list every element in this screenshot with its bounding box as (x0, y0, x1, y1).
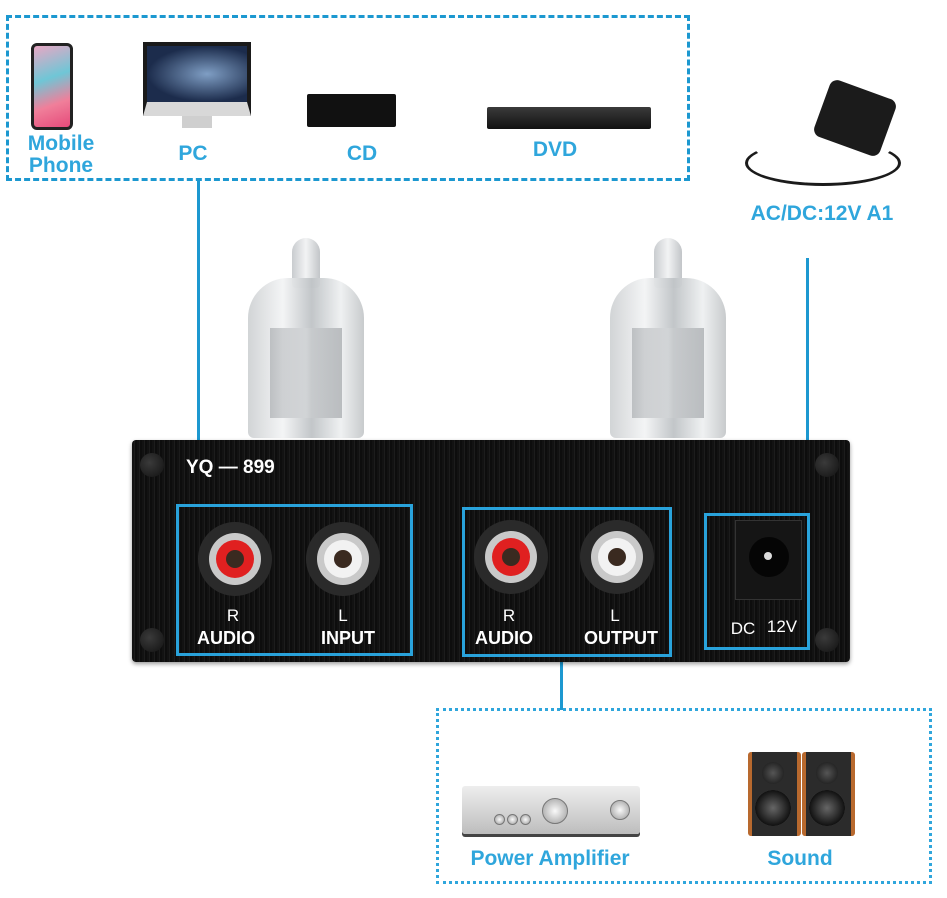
power-connection-line (806, 258, 809, 516)
output-devices-box (436, 708, 932, 884)
input-connection-line (197, 181, 200, 507)
screw-icon (815, 628, 839, 652)
power-amplifier-label: Power Amplifier (470, 847, 630, 870)
mobile-phone-label: Mobile Phone (20, 133, 102, 177)
screw-icon (140, 453, 164, 477)
dvd-label: DVD (532, 138, 578, 161)
speakers-icon (748, 752, 856, 840)
output-r-label: R (502, 606, 516, 625)
input-panel (176, 504, 413, 656)
sound-label: Sound (767, 847, 833, 870)
power-cable (745, 140, 901, 186)
input-l-label: L (338, 606, 348, 625)
dc-label: DC (730, 619, 756, 638)
output-panel (462, 507, 672, 657)
vacuum-tube-left (248, 238, 364, 438)
voltage-label: 12V (766, 617, 798, 636)
input-r-jack[interactable] (198, 522, 272, 596)
power-panel (704, 513, 810, 650)
dvd-player-icon (487, 107, 651, 129)
output-caption: OUTPUT (584, 628, 658, 648)
input-r-label: R (226, 606, 240, 625)
input-audio-caption: AUDIO (197, 628, 255, 648)
screw-icon (140, 628, 164, 652)
output-r-jack[interactable] (474, 520, 548, 594)
mobile-phone-icon (31, 43, 73, 130)
input-caption: INPUT (321, 628, 375, 648)
monitor-stand (182, 116, 212, 128)
model-label: YQ — 899 (186, 457, 275, 478)
output-connection-line (560, 656, 563, 710)
mobile-label-line1: Mobile (27, 132, 95, 155)
power-supply-label: AC/DC:12V A1 (750, 202, 894, 225)
pc-label: PC (178, 142, 208, 165)
cd-label: CD (346, 142, 378, 165)
cd-player-icon (307, 94, 396, 127)
screw-icon (815, 453, 839, 477)
source-devices-box (6, 15, 690, 181)
dc-power-jack[interactable] (735, 520, 802, 600)
vacuum-tube-right (610, 238, 726, 438)
output-audio-caption: AUDIO (475, 628, 533, 648)
output-l-jack[interactable] (580, 520, 654, 594)
output-l-label: L (610, 606, 620, 625)
desktop-monitor-icon (143, 42, 251, 116)
input-l-jack[interactable] (306, 522, 380, 596)
power-amplifier-icon (462, 786, 640, 834)
mobile-label-line2: Phone (28, 154, 94, 177)
